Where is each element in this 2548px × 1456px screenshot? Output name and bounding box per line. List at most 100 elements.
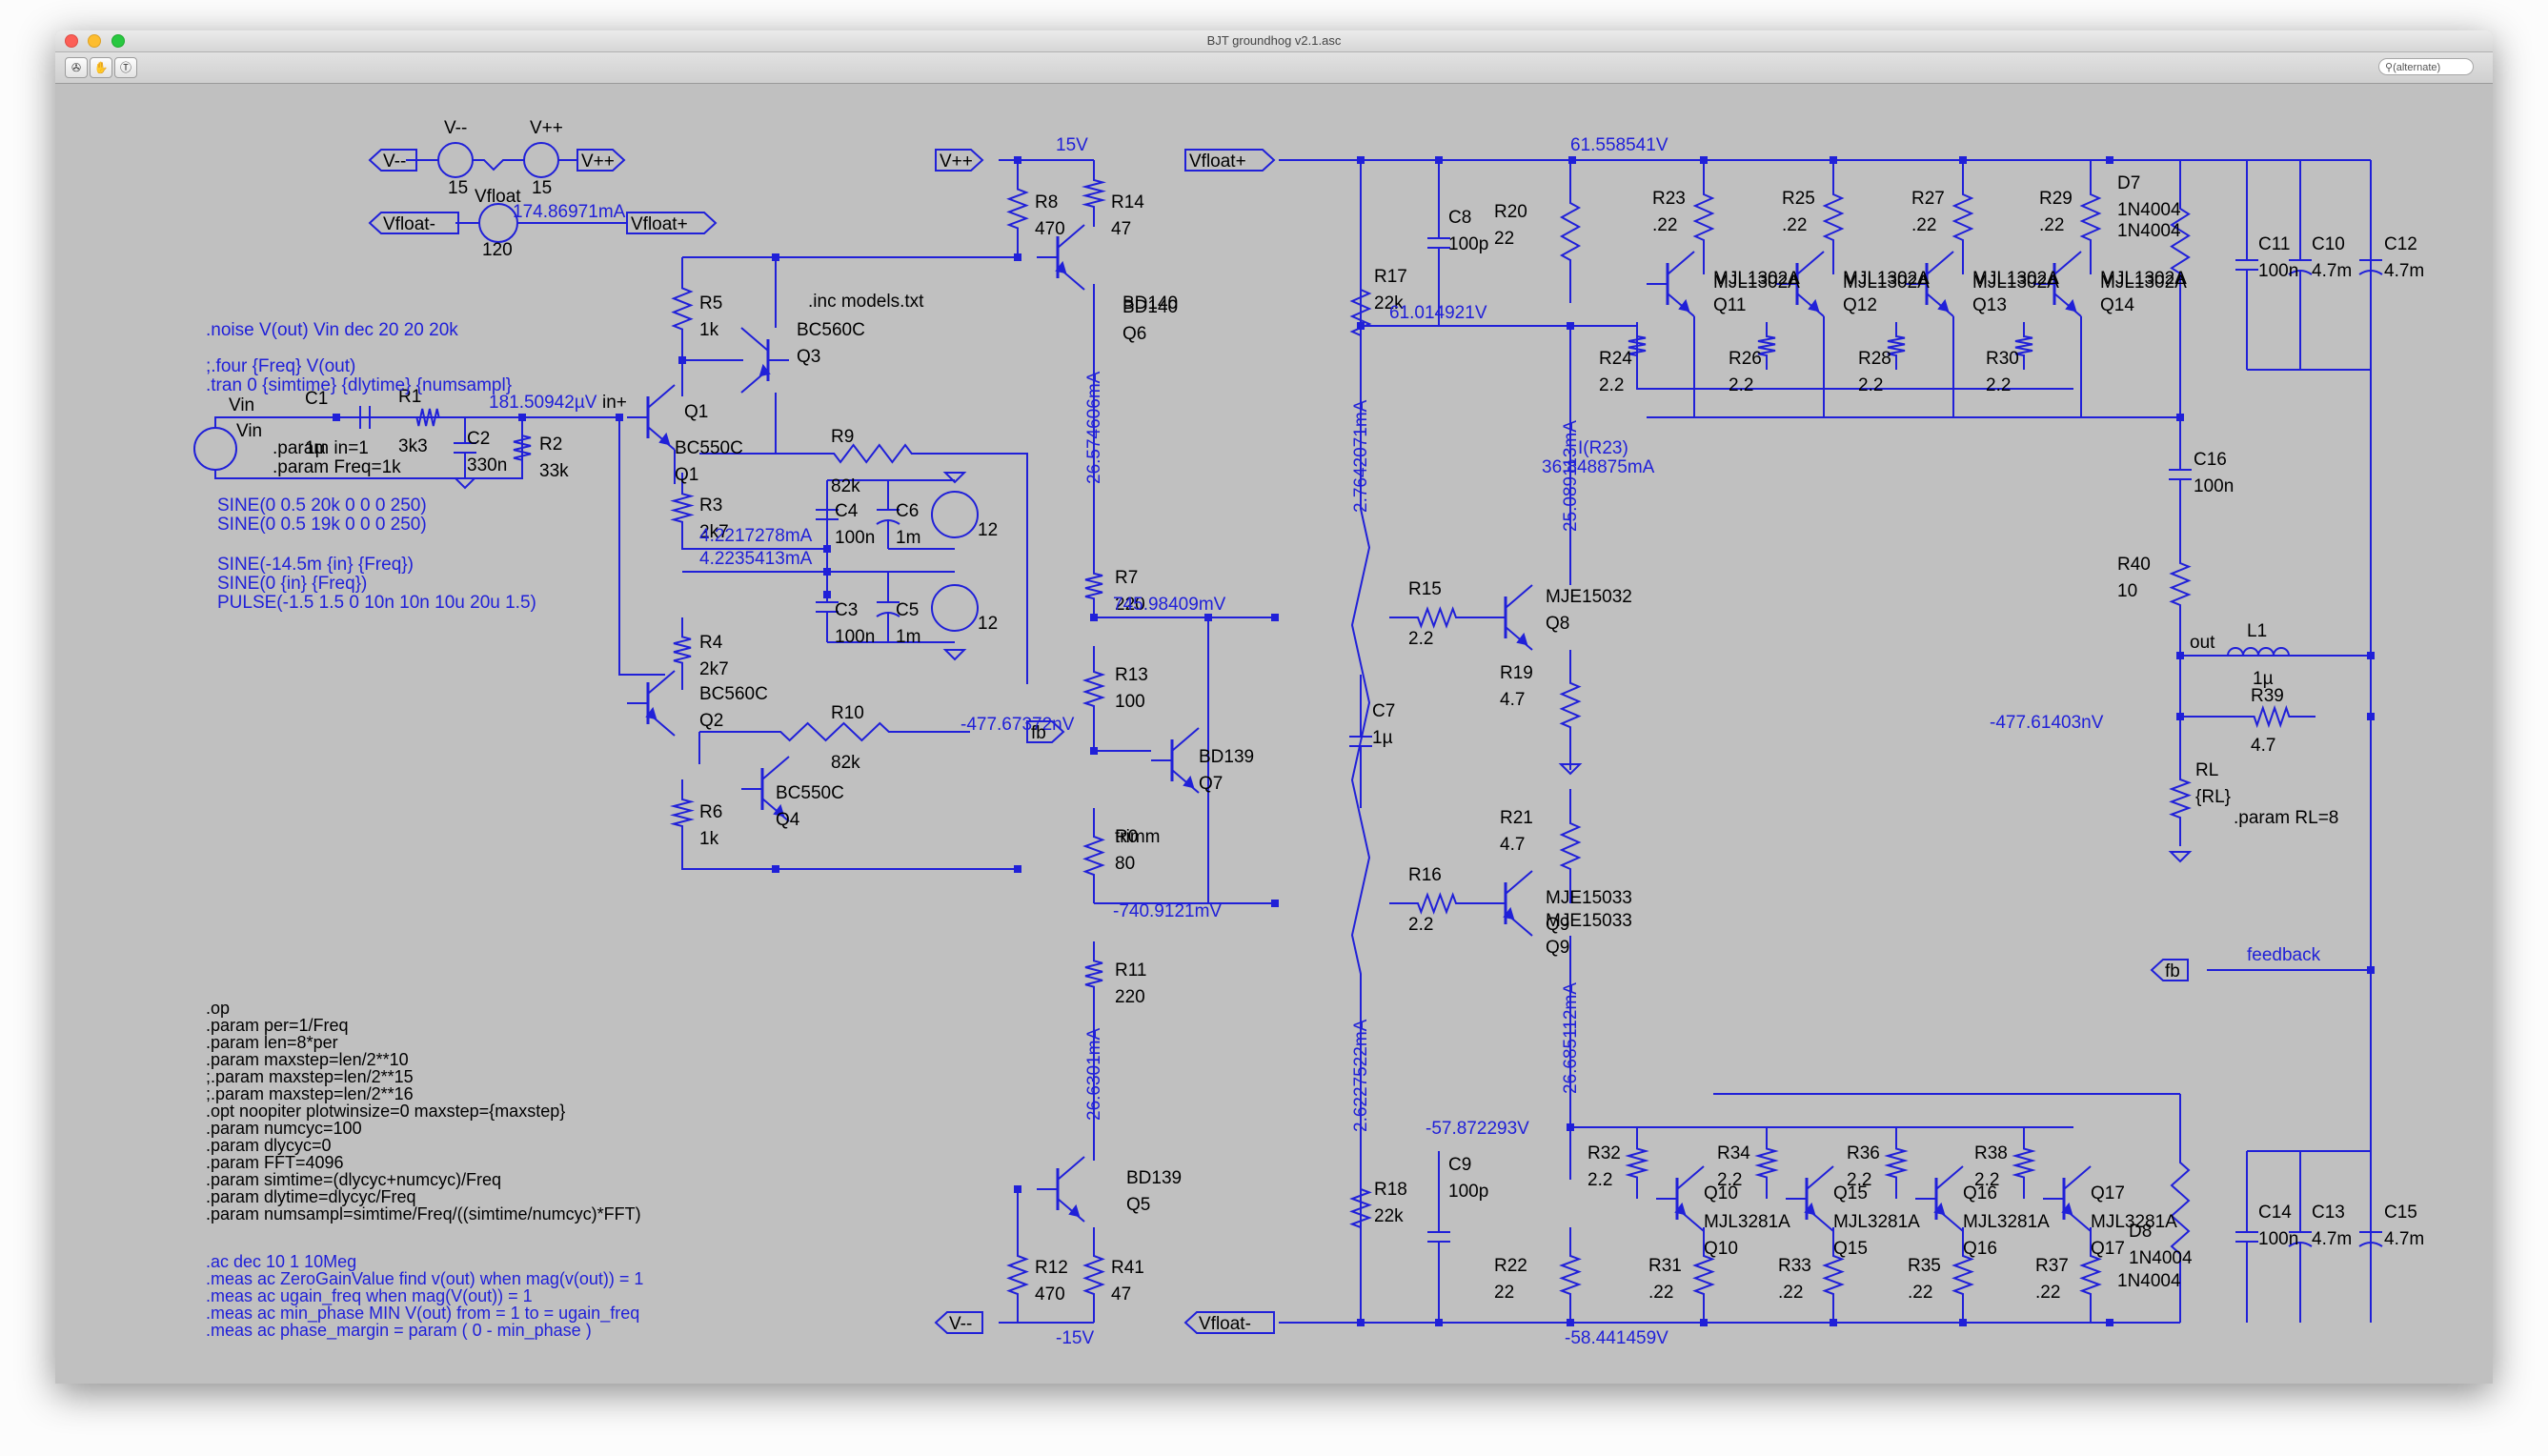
ref-q15: Q15 <box>1833 1239 1868 1259</box>
vfloat-minus-net-flag[interactable] <box>368 212 459 234</box>
sine-directive-1: SINE(0 0.5 20k 0 0 0 250) <box>217 495 427 516</box>
ref-r9: R9 <box>831 427 854 447</box>
resistor-r16[interactable] <box>1389 892 1485 915</box>
resistor-r24[interactable] <box>1628 322 1647 370</box>
source-vminus[interactable] <box>437 142 474 178</box>
vplus-vas-net-flag[interactable] <box>935 149 984 172</box>
resistor-r1[interactable] <box>400 408 455 427</box>
title-bar[interactable]: BJT groundhog v2.1.asc <box>55 30 2493 52</box>
resistor-r3[interactable] <box>670 473 695 543</box>
value-l1: 1µ <box>2253 669 2274 689</box>
vfloat-minus-net-bot-flag[interactable] <box>1183 1311 1275 1334</box>
resistor-r32[interactable] <box>1625 1127 1649 1199</box>
source-vfloat[interactable] <box>478 203 518 243</box>
search-icon: ⚲ <box>2385 62 2394 73</box>
value-c2: 330n <box>467 455 507 475</box>
resistor-d7[interactable] <box>2170 160 2191 322</box>
fb-in-net-flag[interactable] <box>1026 720 1065 743</box>
resistor-r34[interactable] <box>1754 1127 1779 1199</box>
search-input[interactable]: ⚲(alternate) <box>2378 58 2474 75</box>
schematic-svg[interactable]: V--V--15V++15V++Vfloat-Vfloat120174.8697… <box>55 84 2493 1384</box>
emitter-lead <box>761 798 790 822</box>
collector-lead <box>740 327 769 352</box>
ref-c9: C9 <box>1448 1155 1471 1175</box>
minimize-icon[interactable] <box>88 34 102 48</box>
fb-out-net-flag[interactable] <box>2150 959 2189 981</box>
value-r36: 2.2 <box>1847 1170 1871 1190</box>
resistor-r28[interactable] <box>1887 322 1906 370</box>
resistor-r29[interactable] <box>2079 160 2102 274</box>
resistor-r6[interactable] <box>670 779 695 846</box>
resistor-r9[interactable] <box>776 443 970 464</box>
resistor-d8[interactable] <box>2170 1094 2191 1323</box>
resistor-r8[interactable] <box>1006 160 1029 257</box>
resistor-r5[interactable] <box>671 257 694 360</box>
resistor-r13[interactable] <box>1082 646 1106 732</box>
resistor-r25[interactable] <box>1822 160 1845 274</box>
zoom-icon[interactable] <box>111 34 125 48</box>
resistor-r30[interactable] <box>2014 322 2033 370</box>
value-r10: 82k <box>831 753 860 773</box>
value-r32: 2.2 <box>1587 1170 1612 1190</box>
search-placeholder: (alternate) <box>2393 62 2441 73</box>
value-r1: 3k3 <box>398 436 428 456</box>
resistor-r17[interactable] <box>1349 255 1372 370</box>
ref-c8: C8 <box>1448 208 1471 228</box>
resistor-r12[interactable] <box>1006 1227 1029 1323</box>
vplus-out-net-flag[interactable] <box>576 149 626 172</box>
resistor-r22[interactable] <box>1559 1227 1582 1323</box>
vfloat-plus-out-net-flag[interactable] <box>626 212 718 234</box>
source-vplus-name: V++ <box>530 118 563 138</box>
resistor-rl[interactable] <box>2169 751 2192 846</box>
resistor-r10[interactable] <box>699 721 970 742</box>
wire <box>214 417 523 479</box>
source-vin[interactable] <box>193 427 237 471</box>
vfloat-plus-net-flag[interactable] <box>1184 149 1276 172</box>
resistor-r37[interactable] <box>2079 1227 2102 1323</box>
resistor-r39[interactable] <box>2228 704 2315 729</box>
value-r7: 220 <box>1115 595 1145 615</box>
value-c4: 100n <box>835 528 875 548</box>
ref-r29: R29 <box>2039 189 2073 209</box>
emitter-lead <box>1505 626 1533 651</box>
ref-q16-pos: Q16 <box>1963 1183 1997 1203</box>
source-c6[interactable] <box>931 491 979 538</box>
resistor-r26[interactable] <box>1757 322 1776 370</box>
resistor-r41[interactable] <box>1082 1227 1105 1323</box>
resistor-r99[interactable] <box>1350 160 1371 1323</box>
resistor-r27[interactable] <box>1951 160 1974 274</box>
resistor-r31[interactable] <box>1692 1227 1715 1323</box>
resistor-r38[interactable] <box>2012 1127 2036 1199</box>
resistor-r36[interactable] <box>1884 1127 1909 1199</box>
vminus-net-flag[interactable] <box>368 149 417 172</box>
resistor-r0[interactable] <box>1082 808 1105 903</box>
value-c8: 100p <box>1448 234 1488 254</box>
close-icon[interactable] <box>65 34 78 48</box>
resistor-r19[interactable] <box>1559 650 1582 760</box>
resistor-r21[interactable] <box>1559 789 1582 903</box>
resistor-r20[interactable] <box>1559 160 1582 303</box>
run-icon[interactable]: ✇ <box>65 57 88 78</box>
hand-icon[interactable]: ✋ <box>90 57 112 78</box>
resistor-r4[interactable] <box>673 617 692 682</box>
ref-r22: R22 <box>1494 1256 1527 1276</box>
probe-icon[interactable]: Ⓣ <box>114 57 137 78</box>
resistor-r40[interactable] <box>2169 532 2192 637</box>
resistor-r33[interactable] <box>1822 1227 1845 1323</box>
resistor-r14[interactable] <box>1082 160 1106 227</box>
resistor-r23[interactable] <box>1692 160 1715 274</box>
resistor-r35[interactable] <box>1951 1227 1974 1323</box>
ref-q1: Q1 <box>675 465 698 485</box>
ref-r27: R27 <box>1911 189 1945 209</box>
inductor-l1[interactable] <box>2227 647 2290 657</box>
resistor-r18[interactable] <box>1349 1161 1372 1256</box>
emitter-arrow <box>1516 632 1528 646</box>
resistor-r11[interactable] <box>1084 941 1103 1006</box>
resistor-r7[interactable] <box>1084 555 1103 617</box>
source-c5[interactable] <box>931 584 979 632</box>
source-vplus[interactable] <box>523 142 559 178</box>
vminus-vas-net-flag[interactable] <box>934 1311 983 1334</box>
resistor-r15[interactable] <box>1389 606 1485 629</box>
resistor-r2[interactable] <box>513 417 532 478</box>
